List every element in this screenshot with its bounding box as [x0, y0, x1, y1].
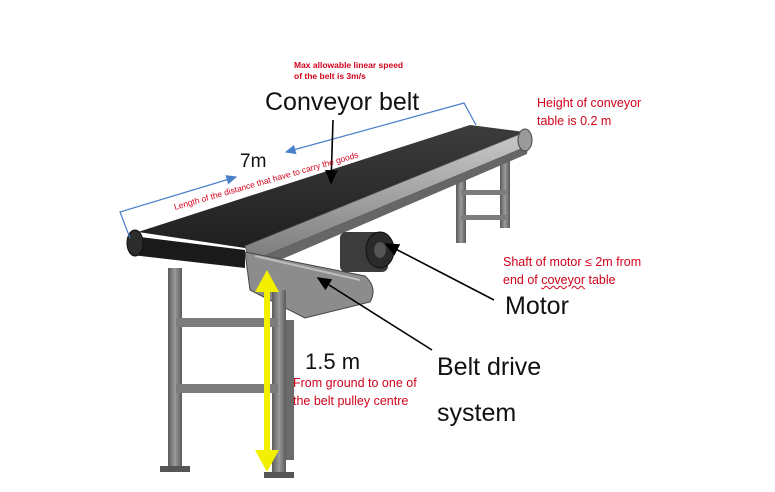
belt-drive-line-2: system: [437, 399, 517, 427]
motor-arrow: [384, 243, 495, 301]
motor-label: Motor: [505, 292, 569, 320]
shaft-note-suffix: table: [585, 273, 616, 287]
length-dimension: [119, 102, 477, 239]
ground-note-line-2: the belt pulley centre: [293, 394, 409, 408]
shaft-note-line-2: end of coveyor table: [503, 271, 641, 289]
ground-note-line-1: From ground to one of: [293, 376, 417, 390]
shaft-position-note: Shaft of motor ≤ 2m from end of coveyor …: [503, 253, 641, 289]
length-value-label: 7m: [240, 151, 267, 172]
end-pulley-far: [517, 128, 533, 152]
height-arrow: [255, 270, 279, 472]
motor-block: [340, 231, 395, 272]
height-of-table-note: Height of conveyor table is 0.2 m: [537, 94, 641, 130]
height-note-line-2: table is 0.2 m: [537, 114, 612, 128]
end-pulley-near: [126, 229, 144, 257]
conveyor-belt-label: Conveyor belt: [265, 88, 420, 116]
shaft-note-misspelling: coveyor: [541, 273, 586, 287]
shaft-note-prefix: end of: [503, 273, 542, 287]
back-legs: [456, 150, 510, 243]
height-value-label: 1.5 m: [305, 349, 361, 374]
front-legs: [160, 268, 294, 478]
max-speed-line-1: Max allowable linear speed: [294, 60, 404, 70]
belt-drive-line-1: Belt drive: [437, 353, 542, 381]
ground-to-pulley-note: From ground to one of the belt pulley ce…: [293, 374, 417, 410]
shaft-note-line-1: Shaft of motor ≤ 2m from: [503, 255, 642, 269]
max-speed-note: Max allowable linear speed of the belt i…: [294, 60, 403, 82]
belt-underside: [132, 236, 245, 268]
max-speed-line-2: of the belt is 3m/s: [294, 71, 366, 81]
height-note-line-1: Height of conveyor: [537, 96, 642, 110]
conveyor-belt-arrow: [325, 119, 338, 185]
belt-drive-arrow: [316, 277, 433, 351]
belt-surface: [138, 125, 525, 248]
belt-drive-label: Belt drive system: [437, 344, 541, 436]
